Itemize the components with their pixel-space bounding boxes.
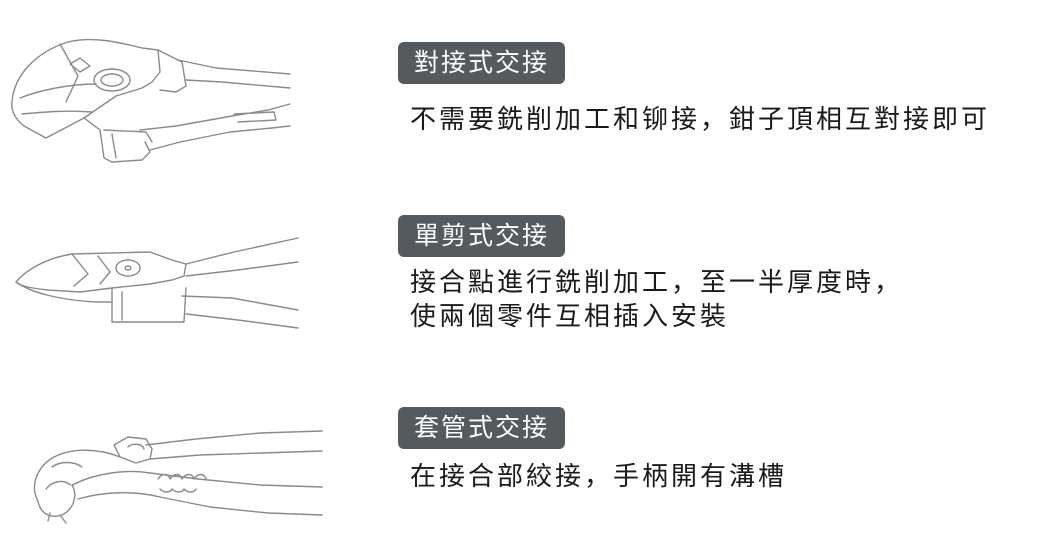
joint-type-tag: 對接式交接	[398, 42, 566, 84]
slip-joint-pliers-icon	[33, 430, 323, 524]
joint-row-slip: 套管式交接 在接合部絞接，手柄開有溝槽	[0, 395, 1046, 536]
joint-type-tag: 套管式交接	[398, 407, 566, 449]
description-line: 使兩個零件互相插入安裝	[410, 302, 730, 332]
joint-description: 接合點進行銑削加工，至一半厚度時， 使兩個零件互相插入安裝	[410, 266, 903, 334]
description-line: 不需要銑削加工和铆接，鉗子頂相互對接即可	[410, 105, 991, 135]
lap-joint-pliers-icon	[15, 237, 299, 329]
joint-row-butt: 對接式交接 不需要銑削加工和铆接，鉗子頂相互對接即可	[0, 0, 1046, 180]
joint-type-tag: 單剪式交接	[398, 215, 566, 257]
description-line: 接合點進行銑削加工，至一半厚度時，	[410, 268, 904, 298]
joint-row-single-shear: 單剪式交接 接合點進行銑削加工，至一半厚度時， 使兩個零件互相插入安裝	[0, 190, 1046, 350]
joint-description: 在接合部絞接，手柄開有溝槽	[410, 460, 787, 494]
joint-description: 不需要銑削加工和铆接，鉗子頂相互對接即可	[410, 103, 990, 137]
description-line: 在接合部絞接，手柄開有溝槽	[410, 462, 788, 492]
box-joint-pliers-icon	[11, 38, 291, 163]
